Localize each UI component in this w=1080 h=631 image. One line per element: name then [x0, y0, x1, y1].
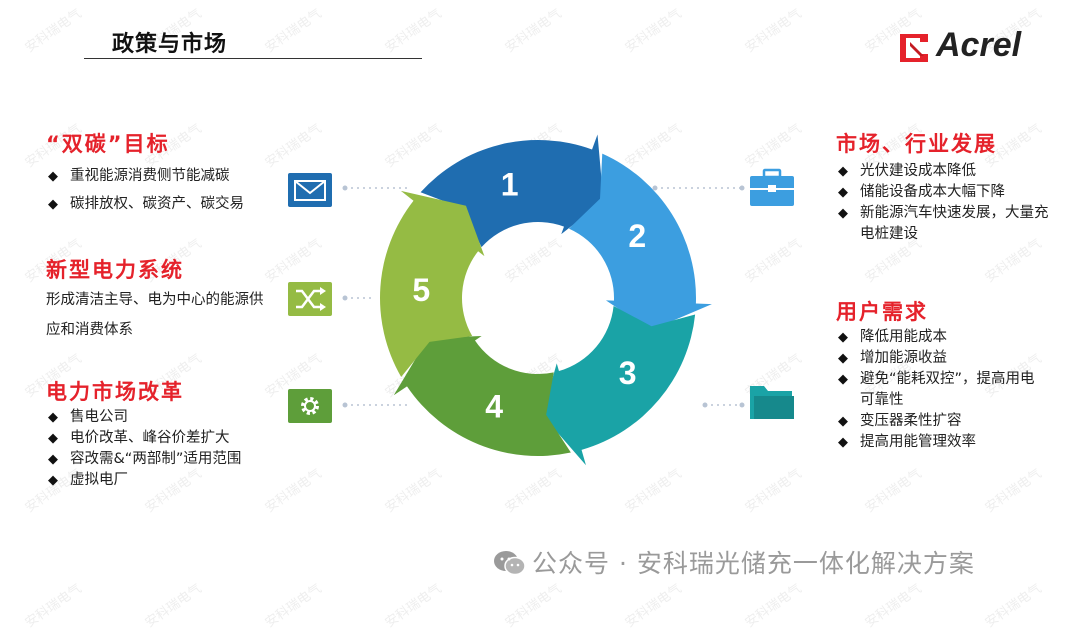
list-item: 避免“能耗双控”，提高用电可靠性	[838, 369, 1038, 411]
list-item: 容改需&“两部制”适用范围	[48, 449, 266, 470]
list-item: 增加能源收益	[838, 348, 1038, 369]
cycle-segment-4	[393, 336, 571, 456]
list-item: 提高用能管理效率	[838, 432, 1038, 453]
cycle-label-4: 4	[485, 388, 503, 424]
acrel-logo: Acrel	[898, 26, 1058, 68]
cycle-segment-3	[542, 305, 696, 466]
heading-market-industry: 市场、行业发展	[836, 132, 997, 156]
heading-new-power-system: 新型电力系统	[46, 258, 184, 282]
logo-mark-icon	[900, 34, 928, 62]
list-item: 降低用能成本	[838, 327, 1038, 348]
heading-user-demand: 用户需求	[836, 300, 928, 324]
cycle-label-5: 5	[412, 272, 430, 308]
list-market-industry: 光伏建设成本降低 储能设备成本大幅下降 新能源汽车快速发展，大量充电桩建设	[838, 161, 1050, 245]
folder-icon	[750, 386, 794, 419]
heading-dual-carbon: “双碳”目标	[46, 132, 170, 156]
heading-market-reform: 电力市场改革	[46, 380, 184, 404]
shuffle-icon	[288, 282, 332, 316]
briefcase-icon	[750, 168, 794, 206]
mail-icon	[288, 173, 332, 207]
cycle-segment-1	[420, 134, 604, 248]
logo-text: Acrel	[936, 26, 1022, 64]
list-dual-carbon: 重视能源消费侧节能减碳 碳排放权、碳资产、碳交易	[48, 166, 288, 215]
list-item: 售电公司	[48, 407, 266, 428]
list-item: 储能设备成本大幅下降	[838, 182, 1050, 203]
text-new-power-system: 形成清洁主导、电为中心的能源供应和消费体系	[46, 292, 264, 338]
cycle-label-1: 1	[501, 166, 519, 202]
list-item: 新能源汽车快速发展，大量充电桩建设	[838, 203, 1050, 245]
title-underline	[84, 58, 422, 59]
footer-caption: 公众号 · 安科瑞光储充一体化解决方案	[532, 549, 975, 578]
list-item: 虚拟电厂	[48, 470, 266, 491]
list-item: 光伏建设成本降低	[838, 161, 1050, 182]
cycle-segment-5	[380, 190, 485, 377]
cycle-diagram: 1 2 3 4 5	[288, 134, 794, 466]
wechat-icon	[494, 551, 526, 576]
cycle-label-3: 3	[619, 355, 637, 391]
cycle-segment-2	[568, 153, 712, 331]
list-item: 碳排放权、碳资产、碳交易	[48, 194, 288, 215]
list-item: 变压器柔性扩容	[838, 411, 1038, 432]
gear-icon	[288, 389, 332, 423]
page-title: 政策与市场	[112, 32, 228, 57]
cycle-label-2: 2	[628, 218, 646, 254]
list-item: 电价改革、峰谷价差扩大	[48, 428, 266, 449]
list-user-demand: 降低用能成本 增加能源收益 避免“能耗双控”，提高用电可靠性 变压器柔性扩容 提…	[838, 327, 1038, 453]
list-item: 重视能源消费侧节能减碳	[48, 166, 288, 187]
list-market-reform: 售电公司 电价改革、峰谷价差扩大 容改需&“两部制”适用范围 虚拟电厂	[48, 407, 266, 491]
